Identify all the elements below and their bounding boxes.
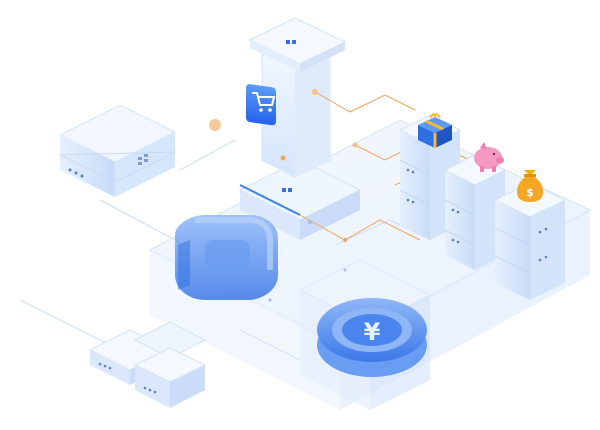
left-server-vents [138, 154, 148, 165]
money-bag-icon: $ [517, 170, 543, 202]
orange-orb [209, 119, 221, 131]
yen-symbol-icon: ¥ [364, 318, 381, 346]
server-stack-3 [493, 182, 567, 300]
blue-block-shape [175, 215, 278, 300]
central-tower [238, 17, 362, 240]
gift-icon [418, 113, 452, 148]
left-server-leds [68, 168, 84, 178]
yen-coin: ¥ [317, 298, 427, 377]
piggy-bank-icon [474, 142, 504, 172]
platform-dots [268, 220, 347, 302]
left-server-block [58, 104, 177, 197]
tower-windows [282, 40, 296, 192]
money-bag-symbol: $ [526, 186, 534, 199]
cart-icon [246, 84, 276, 126]
bottom-left-servers [88, 321, 207, 408]
